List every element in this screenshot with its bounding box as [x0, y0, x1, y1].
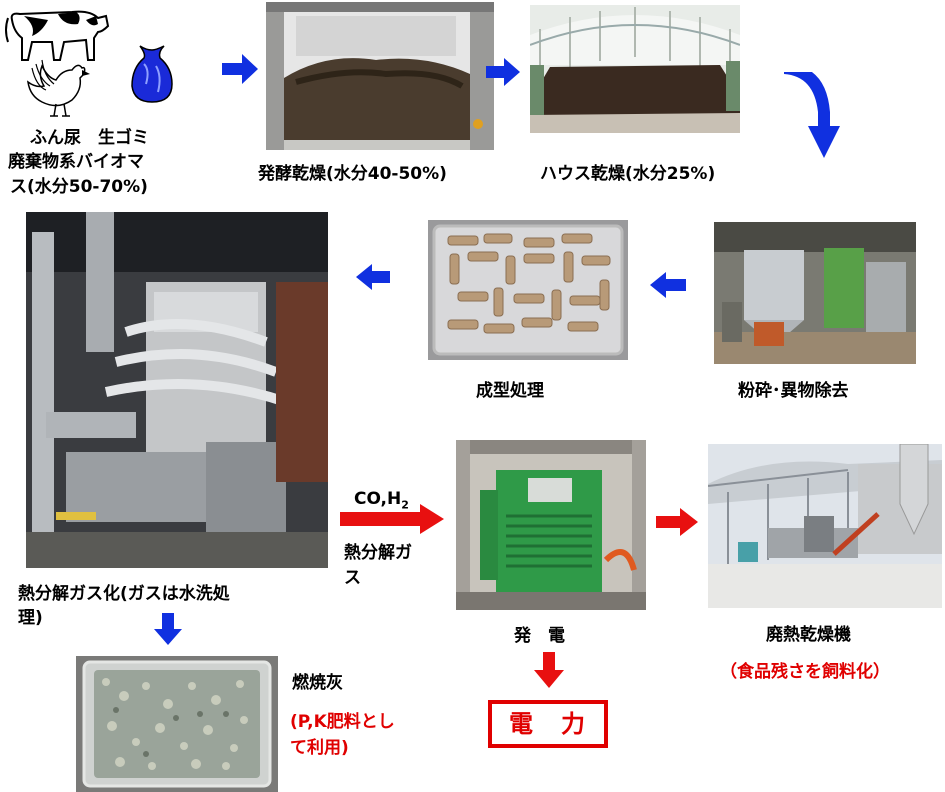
waste-heat-label: 廃熱乾燥機	[766, 625, 851, 645]
flow-arrow-red-1	[340, 504, 444, 538]
gas-formula-main: CO,H	[354, 489, 402, 509]
fermentation-label: 発酵乾燥(水分40-50%)	[258, 164, 447, 184]
ash-note-line1: (P,K肥料とし	[290, 712, 395, 732]
pyrolysis-gasifier-photo	[26, 212, 328, 568]
gas-label-line2: ス	[344, 568, 361, 588]
house-drying-photo	[530, 5, 740, 133]
feedstock-label-line3: ス(水分50-70%)	[10, 177, 148, 197]
fermentation-drying-photo	[266, 2, 494, 150]
ash-photo	[76, 656, 278, 792]
flow-arrow-red-down	[534, 652, 564, 692]
cow-illustration	[2, 2, 110, 64]
ash-note-line2: て利用)	[290, 738, 349, 758]
gas-label-line1: 熱分解ガ	[344, 543, 412, 563]
electricity-label: 電 力	[509, 709, 587, 738]
gas-formula: CO,H2	[354, 488, 409, 516]
waste-heat-note: （食品残さを飼料化）	[720, 662, 890, 682]
gas-formula-subscript: 2	[401, 498, 409, 512]
crushing-label: 粉砕･異物除去	[738, 381, 849, 401]
flow-arrow-curve-down	[784, 64, 840, 164]
feedstock-label-line1: ふん尿 生ゴミ	[30, 128, 149, 148]
flow-arrow-down	[154, 613, 182, 649]
waste-heat-dryer-photo	[708, 444, 942, 608]
flow-arrow-right-2	[486, 58, 520, 90]
flow-arrow-left-2	[650, 272, 686, 302]
generator-photo	[456, 440, 646, 610]
crushing-facility-photo	[714, 222, 916, 364]
flow-arrow-right-1	[222, 54, 258, 88]
feedstock-label-line2: 廃棄物系バイオマ	[8, 152, 144, 172]
pyrolysis-label-line1: 熱分解ガス化(ガスは水洗処	[18, 584, 230, 604]
chicken-illustration	[22, 56, 94, 118]
pellets-photo	[428, 220, 628, 360]
house-drying-label: ハウス乾燥(水分25%)	[540, 164, 716, 184]
electricity-output-box: 電 力	[488, 700, 608, 748]
molding-label: 成型処理	[476, 381, 544, 401]
flow-arrow-left-1	[356, 264, 390, 294]
generation-label: 発 電	[514, 626, 565, 646]
ash-label: 燃焼灰	[292, 673, 343, 693]
flow-arrow-red-2	[656, 508, 698, 540]
garbage-bag-illustration	[126, 40, 178, 106]
pyrolysis-label-line2: 理)	[18, 608, 43, 628]
